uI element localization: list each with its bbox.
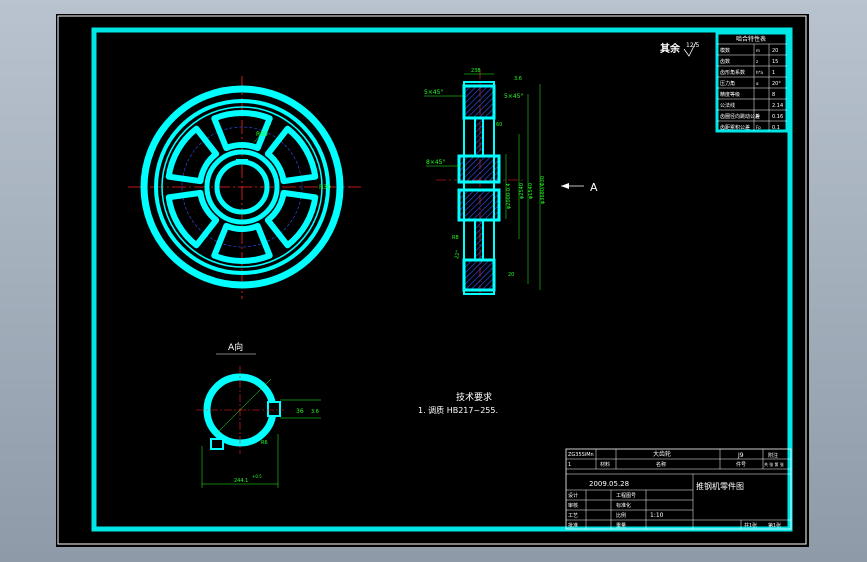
table-title: 啮合特性表 (736, 35, 766, 43)
tech-line-1: 1. 调质 HB217~255. (418, 405, 498, 415)
process-label: 工艺 (568, 513, 578, 519)
view-title: A向 (228, 341, 243, 353)
unit-label: 共 张 第 张 (764, 461, 784, 467)
roughness-label: 其余 (660, 42, 681, 55)
spoke-openings (165, 110, 319, 264)
param-label: 齿圈径向跳动公差 (720, 113, 760, 120)
title-date: 2009.05.28 (589, 480, 629, 488)
mesh-parameter-table: 啮合特性表 模数 m 20 齿数 z 15 齿形角系数 h*a 1 压力角 α 20° 精度等级 8 公法线… (715, 31, 789, 133)
param-sym: h*a (756, 70, 764, 75)
keyway-fit: +0.5 (252, 474, 262, 479)
standard-label: 标准化 (616, 502, 631, 509)
param-label: 齿距累积公差 (720, 124, 750, 131)
param-sym: Fp (756, 125, 761, 130)
drawing-viewport[interactable]: 其余 12.5 啮合特性表 模数 m 20 齿数 z 15 齿形角系数 h*a 1 压力角 α 20°… (56, 14, 809, 547)
drawing-frame (91, 27, 793, 532)
key-width: 36 (296, 408, 304, 415)
param-value: 20° (772, 81, 781, 87)
param-sym: z (756, 59, 758, 64)
dim-d3: φ1540 (528, 183, 534, 199)
dim-angle: 3.6 (514, 76, 522, 82)
a-direction-view: A向 36 3.6 R6 244.1 +0.5 (196, 341, 321, 488)
gear-front-view: R30 R50 (128, 76, 361, 299)
param-value: 0.1 (772, 125, 780, 131)
param-label: 齿形角系数 (720, 69, 745, 76)
dim-chamfer-mid: 8×45° (426, 159, 445, 166)
param-value: 0.16 (772, 114, 783, 120)
dim-bottom: 20 (508, 272, 514, 278)
weight-label: 重量 (616, 522, 626, 529)
spoke-opening (211, 110, 273, 152)
gear-section-view: 238 5×45° 5×45° 3.6 60 8×45° φ2000-0.4 φ… (424, 68, 598, 295)
outer-border (57, 15, 807, 545)
dim-hub-d: φ2000-0.4 (506, 183, 512, 209)
param-label: 齿数 (720, 58, 730, 65)
title-block: ZG35SiMn 1 材料 大齿轮 名称 J9 件号 附注 共 张 第 张 20… (565, 448, 792, 530)
spoke-opening (264, 189, 319, 249)
check-label: 审核 (568, 502, 578, 509)
param-value: 8 (772, 92, 775, 98)
dim-chamfer-tl: 5×45° (424, 89, 443, 96)
project-label: 工程图号 (616, 492, 636, 499)
dim-angle2: 22° (454, 249, 462, 259)
key-depth: 3.6 (311, 409, 319, 415)
spoke-opening (264, 125, 319, 185)
param-label: 精度等级 (720, 91, 740, 98)
scale-value: 1:10 (650, 512, 664, 519)
spoke-opening (211, 222, 273, 264)
param-sym: α (756, 81, 759, 86)
name-label: 名称 (656, 461, 666, 468)
dim-width: 238 (471, 68, 481, 74)
param-value: 1 (772, 70, 775, 76)
roughness-note: 其余 12.5 (660, 41, 700, 57)
quantity: 1 (568, 462, 571, 468)
drawing-name: 推钢机零件图 (696, 481, 744, 491)
param-value: 15 (772, 59, 778, 65)
dim-60: 60 (496, 122, 502, 128)
sheet-label: 共1张 (744, 522, 757, 529)
param-label: 公法线 (720, 102, 735, 109)
dim-chamfer-tr: 5×45° (504, 93, 523, 100)
front-radius-1: R30 (319, 184, 331, 191)
param-sym: m (756, 48, 760, 53)
view-arrow-label: A (590, 181, 598, 194)
part-name: 大齿轮 (653, 450, 671, 458)
tech-title: 技术要求 (456, 391, 492, 403)
param-value: 2.14 (772, 103, 783, 109)
front-radius-2: R50 (256, 131, 268, 138)
technical-requirements: 技术要求 1. 调质 HB217~255. (418, 391, 498, 415)
dim-outer: φ3680/Φ30 (540, 176, 546, 204)
material-label: 材料 (600, 461, 610, 468)
param-value: 20 (772, 48, 778, 54)
drawing-number-label: 件号 (736, 461, 746, 468)
parameter-rows: 模数 m 20 齿数 z 15 齿形角系数 h*a 1 压力角 α 20° 精度等级 8 公法线 2.14 齿圈… (717, 43, 787, 131)
approve-label: 批准 (568, 522, 578, 529)
scale-label: 比例 (616, 512, 626, 519)
param-sym: Fr (756, 114, 760, 119)
spoke-opening (165, 189, 220, 249)
spoke-opening (165, 125, 220, 185)
dim-d2: φ2540 (519, 183, 525, 199)
roughness-value: 12.5 (686, 42, 700, 49)
material-code: ZG35SiMn (568, 452, 594, 458)
param-label: 压力角 (720, 80, 735, 87)
sheet-number-label: 第1张 (768, 522, 781, 529)
keyway-radius: R6 (261, 440, 268, 446)
design-label: 设计 (568, 492, 578, 499)
drawing-number: J9 (737, 452, 744, 459)
param-label: 模数 (720, 47, 730, 54)
notes-label: 附注 (768, 452, 778, 459)
keyway-dim: 244.1 (234, 478, 248, 484)
dim-ra: R8 (452, 235, 459, 241)
cad-drawing: 其余 12.5 啮合特性表 模数 m 20 齿数 z 15 齿形角系数 h*a 1 压力角 α 20°… (57, 15, 807, 545)
